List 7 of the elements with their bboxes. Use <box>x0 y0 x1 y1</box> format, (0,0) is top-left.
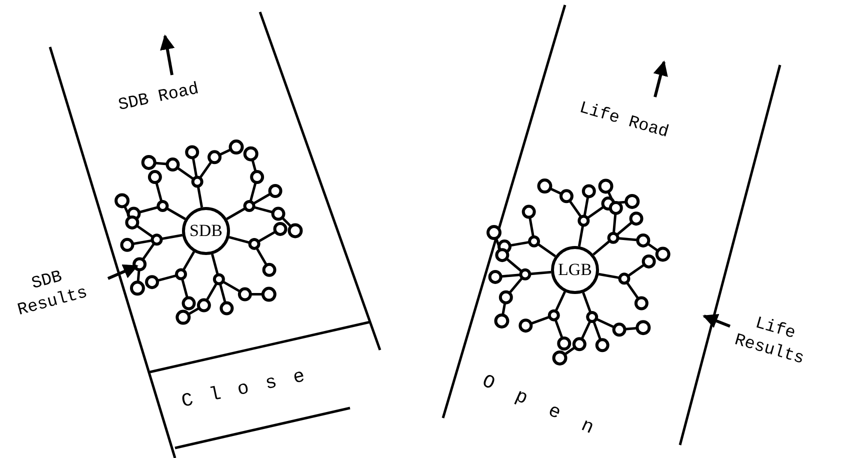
leader-arrow <box>107 264 138 280</box>
hub-circle: LGB <box>551 246 599 294</box>
hub-circle: SDB <box>182 207 230 255</box>
leader-arrow <box>702 314 731 328</box>
road-label: SDB Road <box>117 81 200 115</box>
road-label: Life Road <box>577 100 670 142</box>
result-label: SDB Results <box>4 260 96 324</box>
